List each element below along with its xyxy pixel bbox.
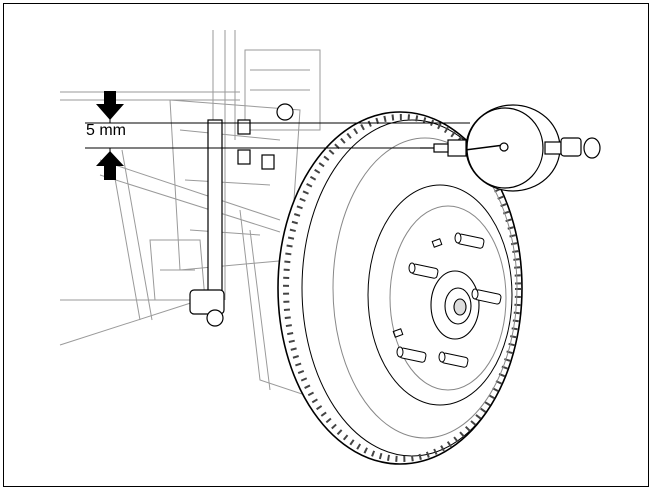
wheel-stud (438, 351, 469, 368)
wheel-stud (454, 232, 485, 249)
wheel-stud (471, 288, 502, 305)
wheel-hub (430, 270, 480, 340)
wheel-stud (396, 346, 427, 363)
wheel-studs (396, 232, 502, 368)
wheel-stud (408, 262, 439, 279)
suspension-background (59, 30, 321, 401)
dial-indicator (420, 104, 601, 192)
brake-disc (277, 111, 523, 465)
strut-rod (189, 103, 294, 327)
dimension-label: 5 mm (86, 122, 126, 139)
arrow-down-icon (96, 91, 124, 120)
arrow-up-icon (96, 151, 124, 180)
disc-holes (392, 238, 443, 338)
